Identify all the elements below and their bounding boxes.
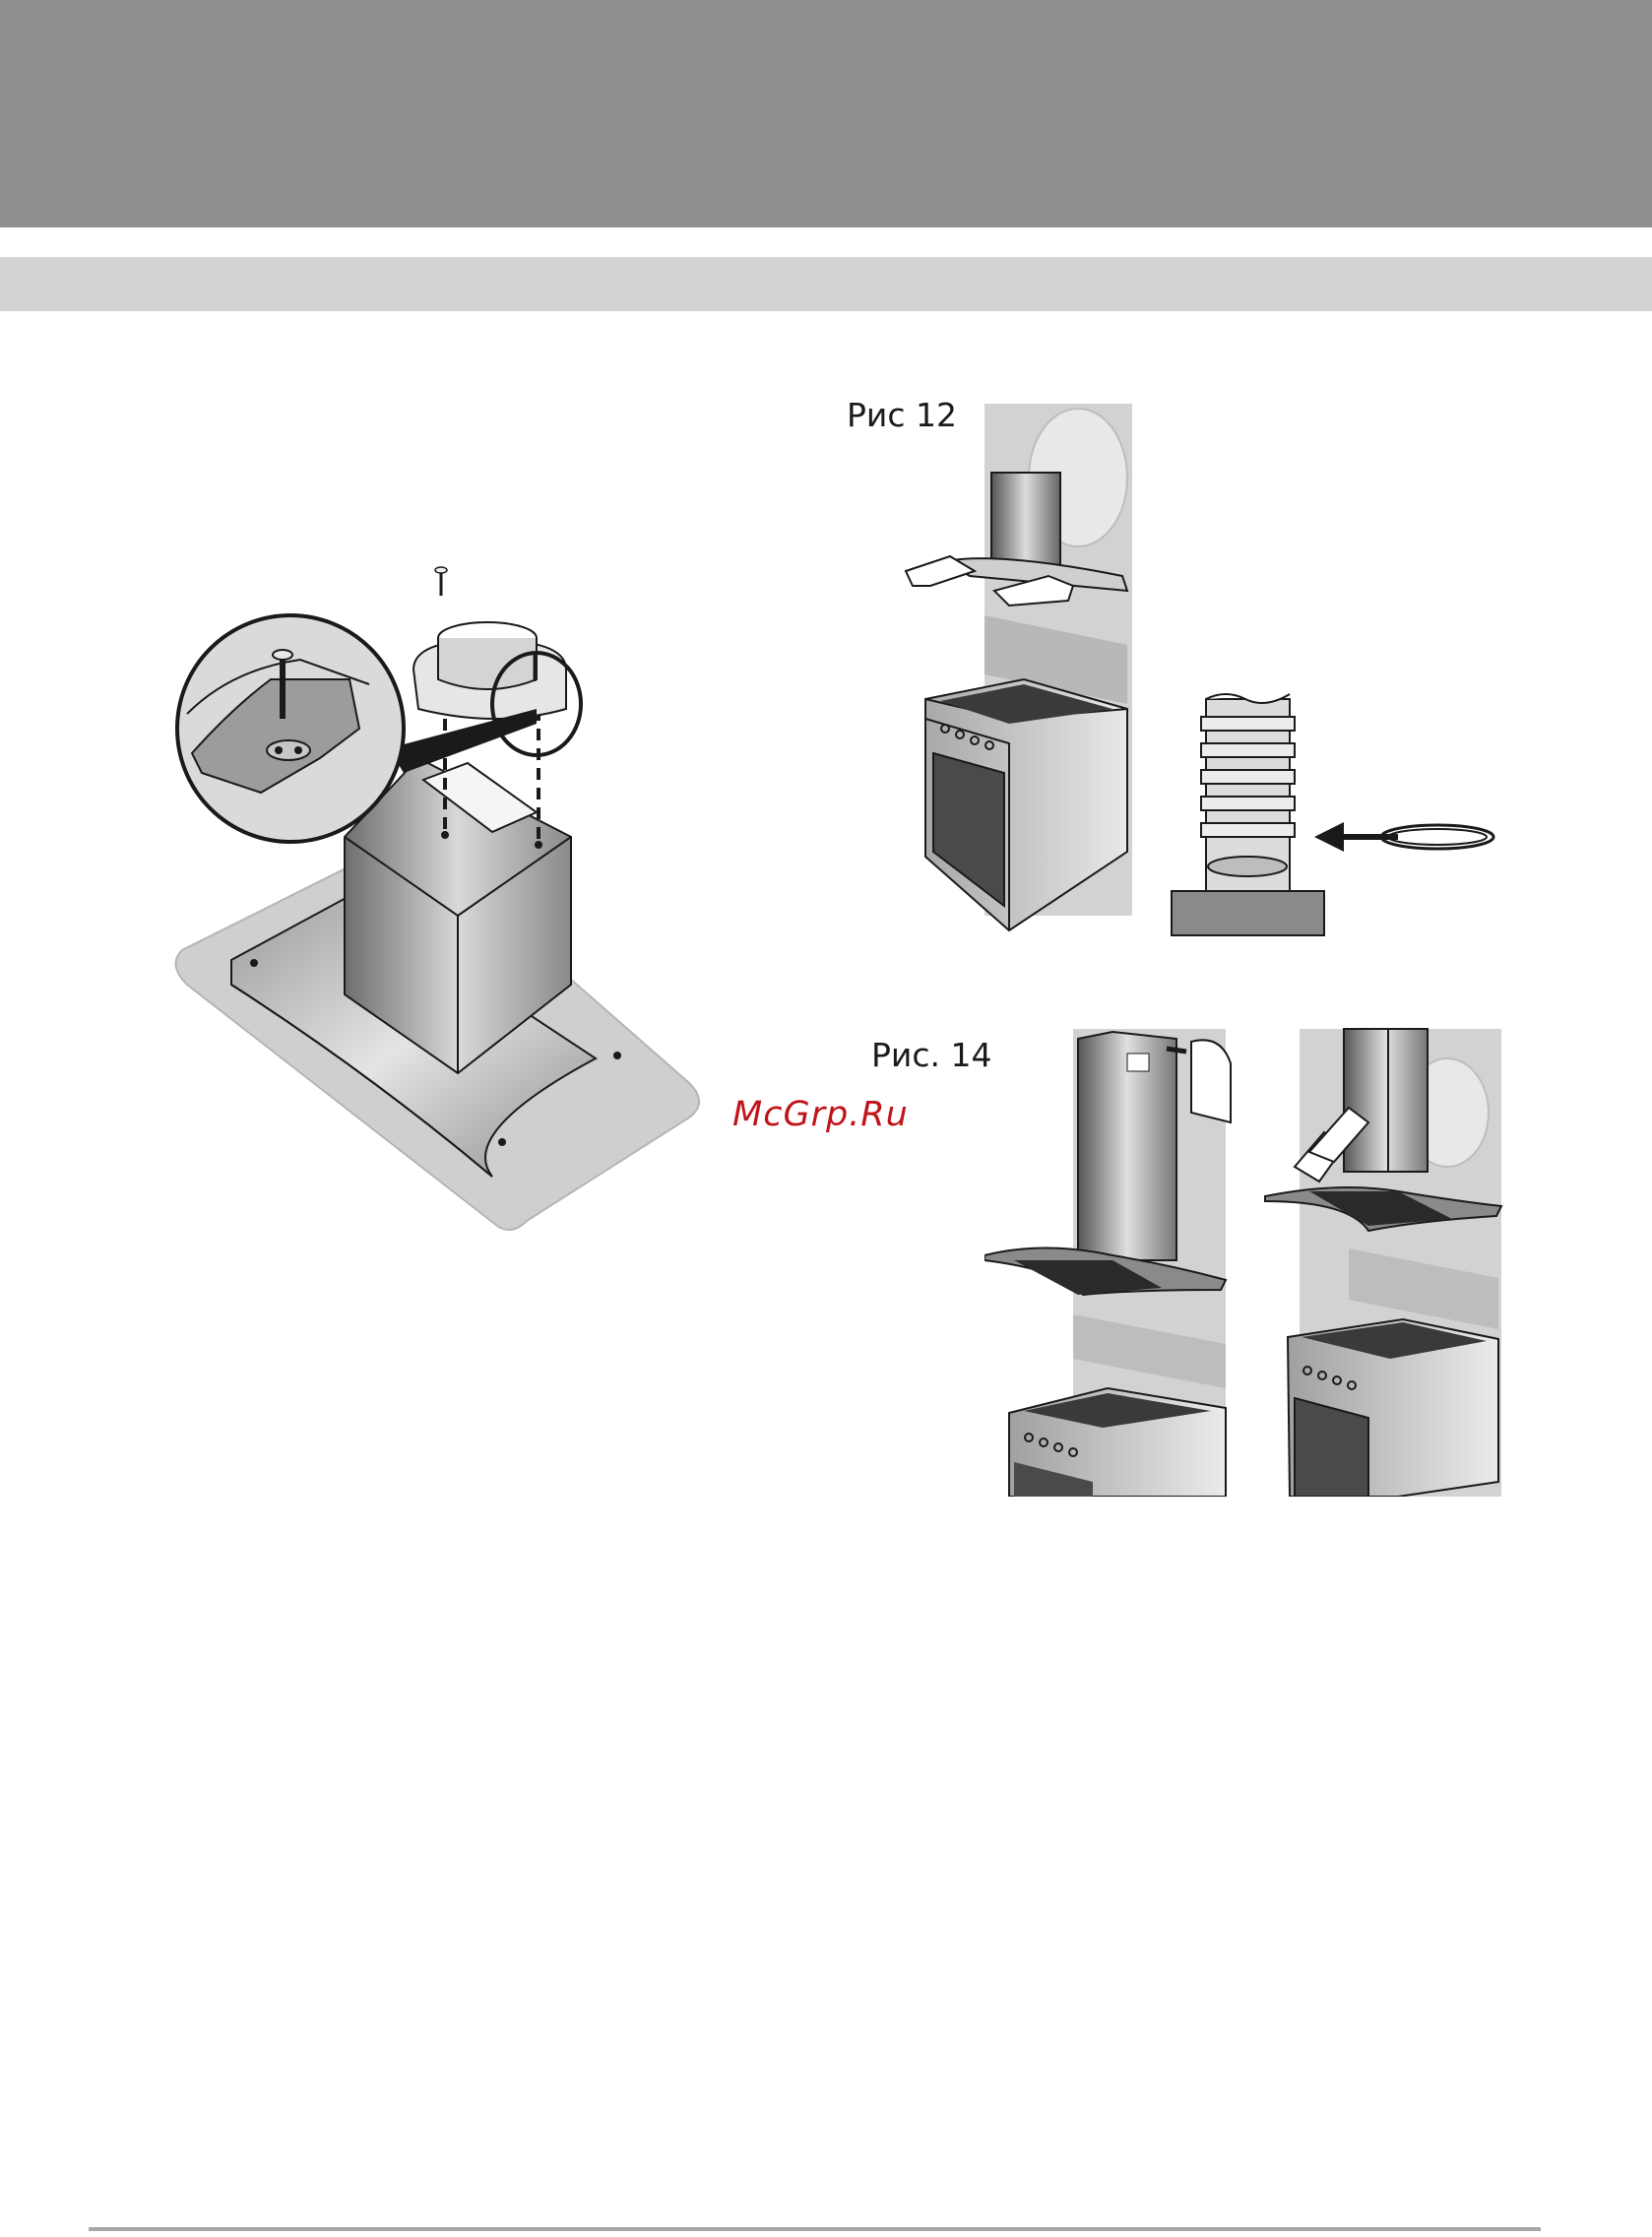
header-band [0,0,1652,227]
watermark: McGrp.Ru [732,1095,909,1134]
fig12-illustration [901,404,1551,940]
footer-rule [89,2227,1541,2231]
hood-assembly-illustration [172,561,724,1231]
fig14-label: Рис. 14 [871,1036,991,1074]
fig14-illustration [985,1024,1506,1497]
subheader-band [0,257,1652,311]
